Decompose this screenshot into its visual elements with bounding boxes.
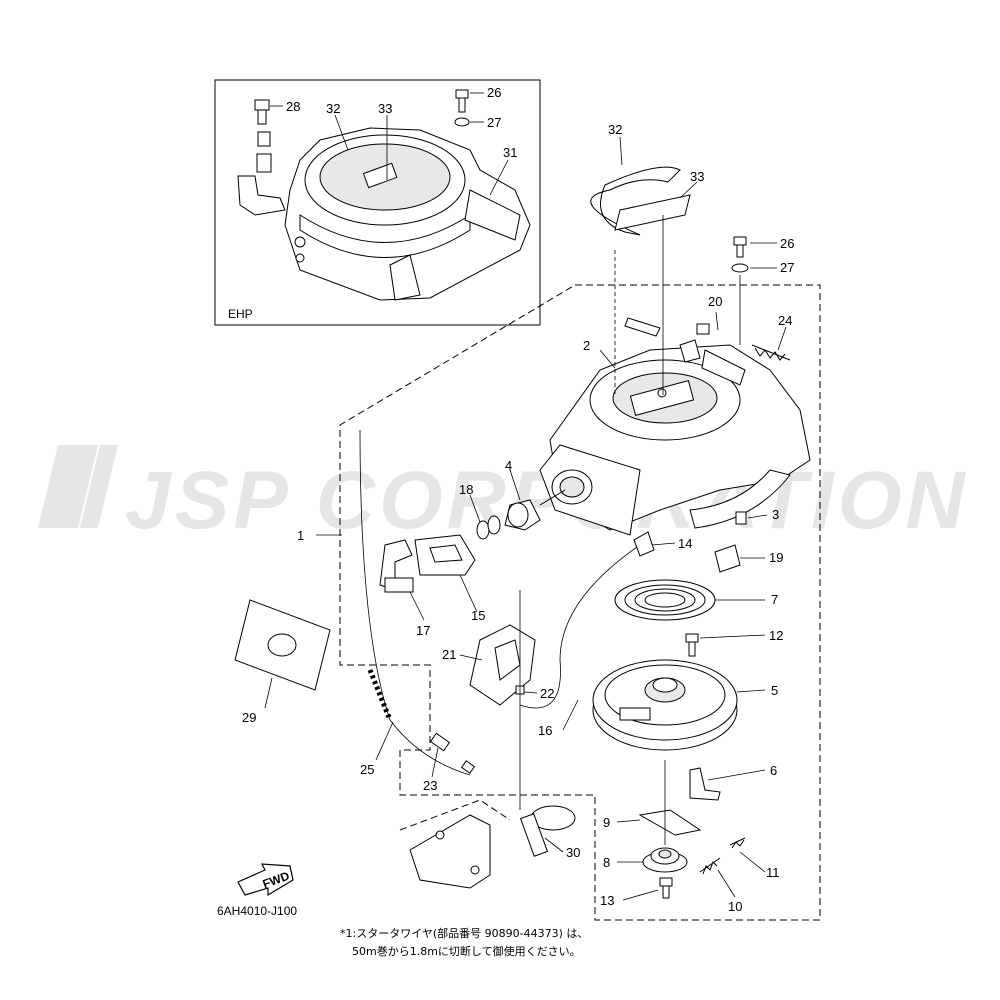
stop-plate-17 — [384, 577, 414, 593]
callout-4: 4 — [505, 458, 512, 473]
spring-11 — [729, 837, 746, 849]
spring-10 — [699, 857, 721, 875]
inset-callout-27: 27 — [487, 115, 501, 130]
rope — [539, 489, 566, 506]
callout-26: 26 — [780, 236, 794, 251]
bolt-12 — [685, 633, 699, 657]
cable-holder-14 — [633, 531, 655, 557]
callout-24: 24 — [778, 313, 792, 328]
callout-20: 20 — [708, 294, 722, 309]
callout-6: 6 — [770, 763, 777, 778]
callout-7: 7 — [771, 592, 778, 607]
decal-33 — [614, 194, 691, 231]
inset-callout-26: 26 — [487, 85, 501, 100]
callout-3: 3 — [772, 507, 779, 522]
inset-bracket — [237, 175, 286, 216]
grommet-18 — [476, 515, 501, 540]
callout-11: 11 — [766, 865, 780, 880]
cable-25 — [359, 429, 471, 776]
pulley-5 — [592, 659, 738, 751]
inset-washer-27 — [454, 117, 470, 127]
cable-end — [624, 317, 661, 337]
callout-10: 10 — [728, 899, 742, 914]
callout-25: 25 — [360, 762, 374, 777]
callout-9: 9 — [603, 815, 610, 830]
plunger-20 — [679, 323, 746, 386]
callout-14: 14 — [678, 536, 692, 551]
inset-label: EHP — [228, 307, 253, 321]
callout-8: 8 — [603, 855, 610, 870]
pawl-19 — [714, 544, 741, 573]
callout-30: 30 — [566, 845, 580, 860]
ehp-inset: EHP 28 — [214, 79, 541, 326]
callout-12: 12 — [769, 628, 783, 643]
lower-bracket — [409, 814, 491, 889]
fwd-arrow-icon: FWD — [237, 863, 294, 897]
diagram-code: 6AH4010-J100 — [217, 904, 297, 918]
callout-13: 13 — [600, 893, 614, 908]
cover-plate-29 — [234, 599, 331, 691]
bolt-13 — [659, 877, 673, 899]
callout-27: 27 — [780, 260, 794, 275]
footnote-line-2: 50m巻から1.8mに切断して御使用ください。 — [352, 944, 581, 958]
watermark: JSP CORPORATION — [38, 445, 965, 546]
bolt-26 — [733, 236, 747, 258]
bracket-15 — [414, 534, 476, 576]
spring-24 — [751, 344, 791, 361]
callout-33: 33 — [690, 169, 704, 184]
pawl-6 — [689, 767, 721, 801]
callout-1: 1 — [297, 528, 304, 543]
inset-bolt-26 — [455, 89, 469, 113]
cable-end-23 — [429, 732, 476, 774]
inset-frame — [214, 79, 541, 326]
handle-4 — [504, 499, 541, 531]
collar-3 — [735, 511, 747, 525]
inset-starter-cover — [284, 127, 531, 301]
bracket-21 — [469, 624, 536, 706]
callout-16: 16 — [538, 723, 552, 738]
spiral-spring-7 — [614, 579, 716, 621]
leader-lines — [264, 136, 787, 901]
inset-collar — [257, 131, 271, 147]
inset-bolt-28 — [254, 99, 270, 125]
inset-callout-32: 32 — [326, 101, 340, 116]
bracket-guide — [399, 799, 511, 831]
callout-29: 29 — [242, 710, 256, 725]
callout-23: 23 — [423, 778, 437, 793]
part-30 — [519, 805, 576, 857]
callout-21: 21 — [442, 647, 456, 662]
callout-17: 17 — [416, 623, 430, 638]
callout-15: 15 — [471, 608, 485, 623]
inset-callout-31: 31 — [503, 145, 517, 160]
plate-9 — [638, 809, 702, 836]
inset-callout-33: 33 — [378, 101, 392, 116]
footnote-line-1: *1:スタータワイヤ(部品番号 90890-44373) は、 — [340, 926, 588, 940]
callout-19: 19 — [769, 550, 783, 565]
cable-16 — [519, 544, 641, 709]
decal-32 — [590, 166, 681, 236]
callout-18: 18 — [459, 482, 473, 497]
assembly-boundary — [339, 284, 821, 921]
cable-sheath — [367, 669, 393, 721]
inset-callout-28: 28 — [286, 99, 300, 114]
callout-5: 5 — [771, 683, 778, 698]
callout-32: 32 — [608, 122, 622, 137]
washer-27 — [731, 263, 749, 273]
callout-2: 2 — [583, 338, 590, 353]
inset-spring — [256, 153, 272, 173]
drive-plate-8 — [642, 847, 688, 873]
callout-22: 22 — [540, 686, 554, 701]
